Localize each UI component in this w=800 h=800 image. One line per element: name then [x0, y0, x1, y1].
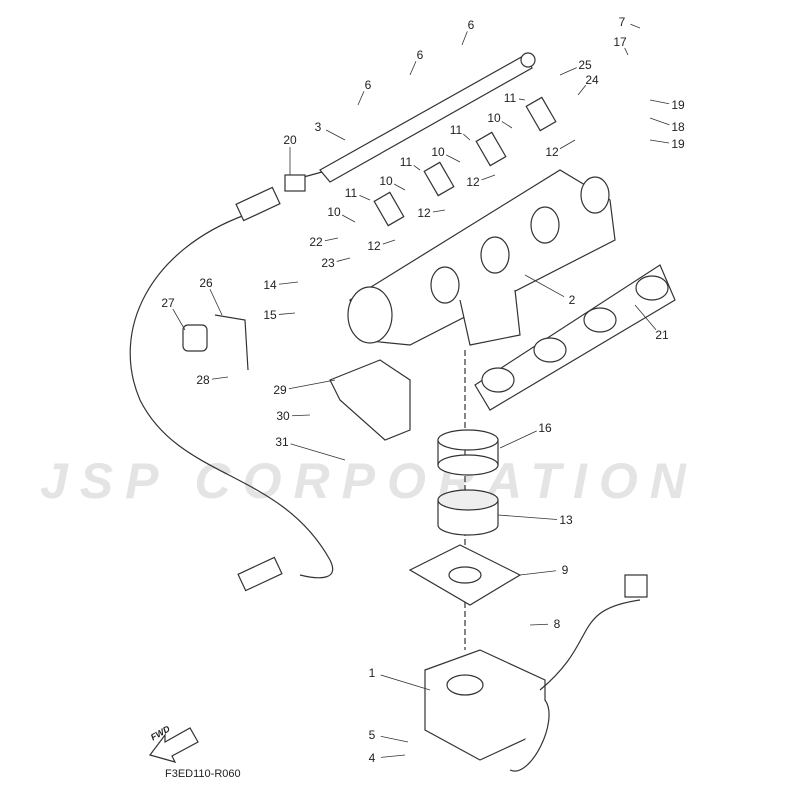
callout-17[interactable]: 17	[613, 35, 627, 49]
holder	[182, 324, 208, 352]
callout-22[interactable]: 22	[309, 235, 323, 249]
leader-line	[634, 304, 657, 331]
callout-10[interactable]: 10	[379, 174, 393, 188]
callout-15[interactable]: 15	[263, 308, 277, 322]
callout-16[interactable]: 16	[538, 421, 552, 435]
throttle-body	[424, 574, 648, 772]
leader-line	[519, 570, 557, 576]
leader-line	[524, 274, 565, 298]
callout-2[interactable]: 2	[568, 293, 576, 307]
callout-23[interactable]: 23	[321, 256, 335, 270]
callout-12[interactable]: 12	[545, 145, 559, 159]
callout-13[interactable]: 13	[559, 513, 573, 527]
rubber-coupling	[437, 429, 499, 476]
leader-line	[501, 121, 513, 129]
leader-line	[290, 443, 346, 461]
leader-line	[209, 289, 223, 316]
leader-line	[324, 237, 339, 242]
callout-11[interactable]: 11	[344, 186, 358, 200]
callout-7[interactable]: 7	[618, 15, 626, 29]
leader-line	[630, 23, 641, 29]
callout-18[interactable]: 18	[671, 120, 685, 134]
leader-line	[380, 754, 406, 758]
leader-line	[559, 67, 577, 76]
leader-line	[409, 61, 417, 76]
leader-line	[382, 239, 396, 245]
leader-line	[499, 430, 537, 449]
leader-line	[497, 514, 558, 520]
leader-line	[380, 735, 409, 743]
leader-line	[518, 98, 526, 101]
callout-11[interactable]: 11	[503, 91, 517, 105]
callout-1[interactable]: 1	[368, 666, 376, 680]
leader-line	[649, 99, 670, 105]
callout-30[interactable]: 30	[276, 409, 290, 423]
callout-6[interactable]: 6	[364, 78, 372, 92]
diagram-code: F3ED110-R060	[165, 768, 241, 780]
flame-arrester	[437, 489, 499, 536]
leader-line	[461, 31, 468, 46]
callout-9[interactable]: 9	[561, 563, 569, 577]
callout-24[interactable]: 24	[585, 73, 599, 87]
leader-line	[463, 133, 471, 141]
callout-5[interactable]: 5	[368, 728, 376, 742]
callout-8[interactable]: 8	[553, 617, 561, 631]
sensor-connectors	[235, 174, 306, 592]
callout-12[interactable]: 12	[367, 239, 381, 253]
callout-10[interactable]: 10	[431, 145, 445, 159]
callout-6[interactable]: 6	[416, 48, 424, 62]
callout-3[interactable]: 3	[314, 120, 322, 134]
callout-11[interactable]: 11	[449, 123, 463, 137]
callout-25[interactable]: 25	[578, 58, 592, 72]
leader-line	[649, 139, 670, 144]
leader-line	[211, 376, 229, 380]
callout-11[interactable]: 11	[399, 155, 413, 169]
callout-14[interactable]: 14	[263, 278, 277, 292]
callout-4[interactable]: 4	[368, 751, 376, 765]
leader-line	[432, 209, 446, 213]
callout-10[interactable]: 10	[487, 111, 501, 125]
callout-12[interactable]: 12	[466, 175, 480, 189]
callout-10[interactable]: 10	[327, 205, 341, 219]
leader-line	[325, 129, 346, 141]
leader-line	[359, 195, 371, 201]
callout-12[interactable]: 12	[417, 206, 431, 220]
leader-line	[577, 84, 587, 96]
fwd-arrow-icon	[148, 727, 199, 763]
leader-line	[172, 308, 186, 331]
callout-19[interactable]: 19	[671, 137, 685, 151]
leader-line	[446, 154, 461, 163]
callout-19[interactable]: 19	[671, 98, 685, 112]
leader-line	[393, 183, 406, 191]
bracket	[329, 359, 411, 441]
callout-28[interactable]: 28	[196, 373, 210, 387]
leader-line	[291, 414, 311, 417]
callout-27[interactable]: 27	[161, 296, 175, 310]
fuel-injectors	[373, 96, 557, 227]
manifold-gasket	[474, 264, 676, 411]
callout-31[interactable]: 31	[275, 435, 289, 449]
leader-line	[278, 312, 296, 315]
leader-line	[481, 174, 496, 181]
leader-line	[288, 379, 336, 390]
leader-line	[341, 214, 356, 223]
callout-26[interactable]: 26	[199, 276, 213, 290]
leader-line	[529, 623, 549, 626]
callout-29[interactable]: 29	[273, 383, 287, 397]
leader-line	[380, 674, 431, 691]
sensor-cable	[129, 214, 334, 579]
leader-line	[278, 281, 299, 285]
callout-6[interactable]: 6	[467, 18, 475, 32]
leader-line	[357, 91, 365, 106]
leader-line	[413, 165, 421, 171]
watermark: JSP CORPORATION	[40, 453, 698, 509]
intake-manifold	[347, 169, 616, 346]
callout-20[interactable]: 20	[283, 133, 297, 147]
leader-line	[649, 117, 670, 126]
leader-line	[559, 139, 576, 150]
leader-line	[336, 257, 351, 262]
callout-21[interactable]: 21	[655, 328, 669, 342]
leader-line	[624, 47, 629, 56]
